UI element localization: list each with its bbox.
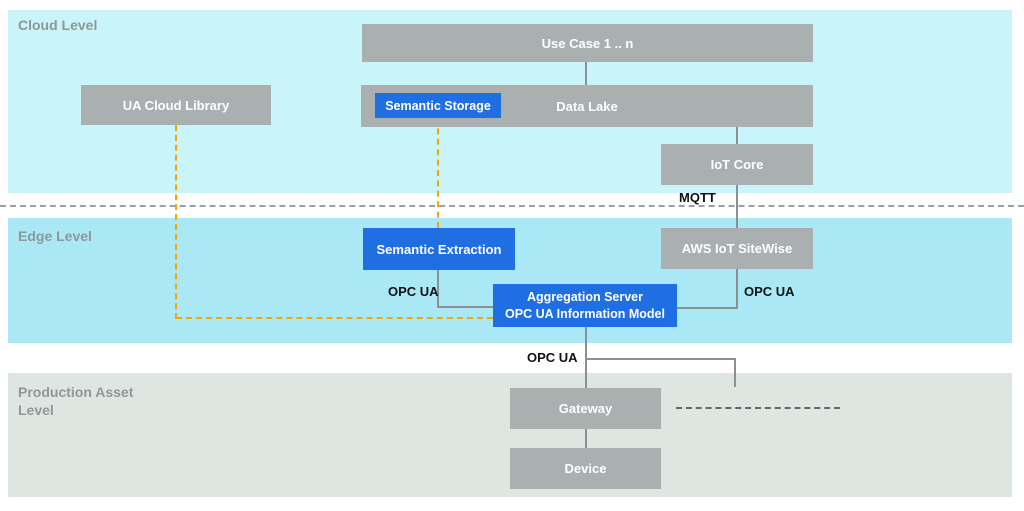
opc-ua-label-bottom: OPC UA [527,350,578,365]
gateway-ellipsis-dashed-line [676,407,840,409]
semantic-link-storage-extraction [437,118,439,228]
connector-branch-stub [734,358,736,387]
node-use-case: Use Case 1 .. n [362,24,813,62]
connector-gateway-device [585,429,587,448]
connector-branch-horizontal [585,358,736,360]
node-gateway: Gateway [510,388,661,429]
connector-aggregation-gateway [585,327,587,388]
connector-iotcore-sitewise-mqtt [736,185,738,229]
cloud-level-label: Cloud Level [18,17,98,33]
connector-extraction-elbow-vertical [437,270,439,308]
node-semantic-extraction: Semantic Extraction [363,228,515,270]
connector-extraction-aggregation-horizontal [437,306,493,308]
cloud-edge-separator-line [0,205,1024,207]
node-ua-cloud-library: UA Cloud Library [81,85,271,125]
connector-usecase-datalake [585,62,587,86]
edge-level-label: Edge Level [18,228,92,244]
node-aws-iot-sitewise: AWS IoT SiteWise [661,228,813,269]
connector-datalake-iotcore [736,127,738,145]
production-level-label: Production Asset Level [18,384,134,418]
semantic-link-ualibrary-vertical [175,125,177,319]
node-aggregation-server: Aggregation Server OPC UA Information Mo… [493,284,677,327]
node-iot-core: IoT Core [661,144,813,185]
opc-ua-label-right: OPC UA [744,284,795,299]
mqtt-label: MQTT [679,190,716,205]
connector-sitewise-aggregation-horizontal [677,307,738,309]
opc-ua-label-left: OPC UA [388,284,439,299]
node-device: Device [510,448,661,489]
node-semantic-storage: Semantic Storage [375,93,501,118]
connector-sitewise-elbow-vertical [736,269,738,309]
semantic-link-ualibrary-aggregation-horizontal [176,317,493,319]
